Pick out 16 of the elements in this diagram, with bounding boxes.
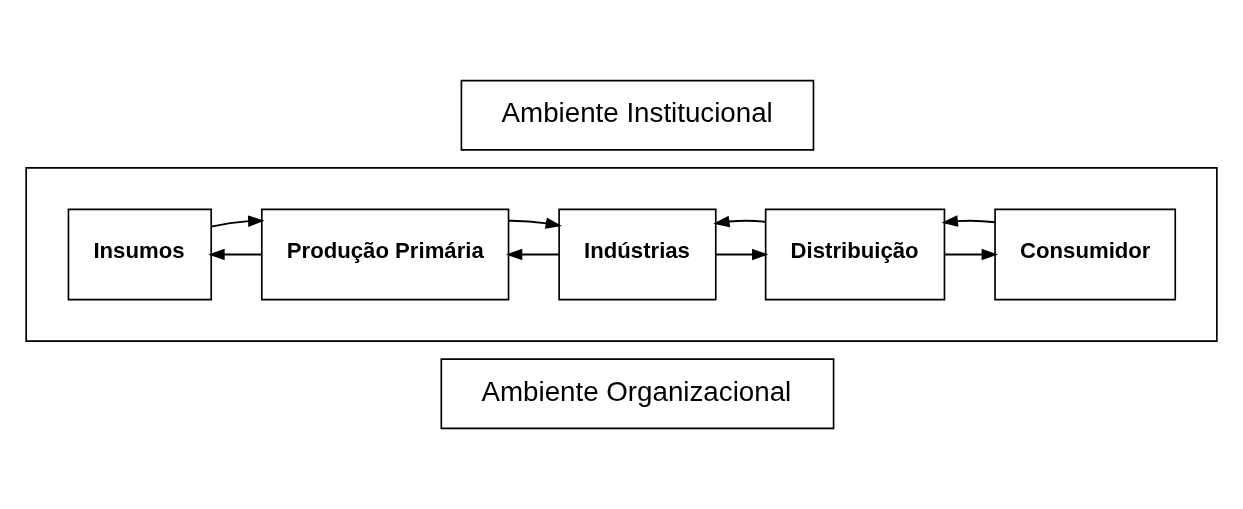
arrow <box>715 248 769 261</box>
node-box: Distribuição <box>764 208 946 301</box>
node-box: Indústrias <box>558 208 717 301</box>
arrow <box>943 248 998 261</box>
node-box: Consumidor <box>994 208 1177 301</box>
arrow <box>941 215 996 227</box>
arrow <box>208 248 263 261</box>
node-box: Produção Primária <box>261 208 510 301</box>
node-box: Ambiente Institucional <box>460 79 815 151</box>
arrow <box>507 217 562 229</box>
arrow <box>210 215 265 228</box>
node-box: Insumos <box>67 208 213 301</box>
cluster <box>25 167 1218 342</box>
arrow <box>713 215 767 228</box>
node-box: Ambiente Organizacional <box>440 358 835 430</box>
arrow <box>505 248 561 261</box>
